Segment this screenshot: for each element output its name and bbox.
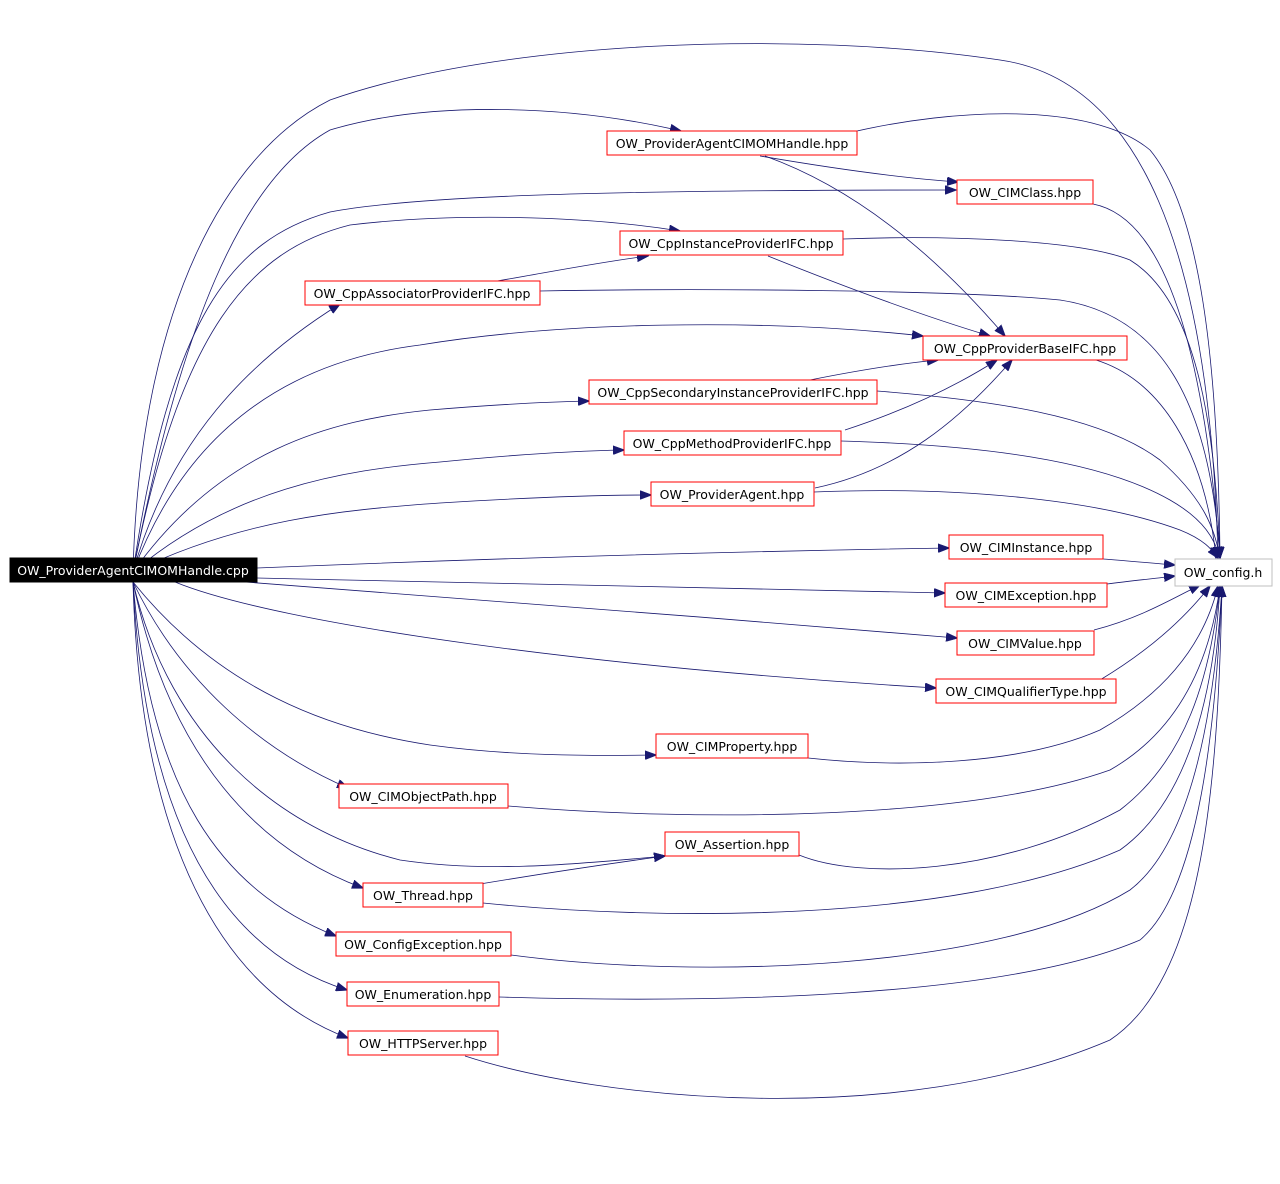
edge-root-enumer <box>132 581 347 990</box>
edge-root-config <box>132 43 1218 573</box>
node-label: OW_ProviderAgentCIMOMHandle.hpp <box>616 136 849 151</box>
dependency-edges <box>132 43 1222 1099</box>
edge-assocprov-instprov <box>496 256 648 282</box>
header-node-cim-object-path[interactable]: OW_CIMObjectPath.hpp <box>338 783 509 809</box>
header-node-cim-qualifier-type[interactable]: OW_CIMQualifierType.hpp <box>935 678 1117 704</box>
edge-provagent-config <box>813 490 1218 558</box>
node-label: OW_CppInstanceProviderIFC.hpp <box>628 236 833 251</box>
edge-provbase-config <box>1095 359 1216 558</box>
edge-thread-assertion <box>479 856 665 885</box>
node-label: OW_Enumeration.hpp <box>355 987 492 1002</box>
edge-httpserver-config <box>464 586 1222 1099</box>
edge-root-instprov <box>132 216 680 573</box>
edge-secinst-provbase <box>809 360 938 381</box>
node-label: OW_ProviderAgent.hpp <box>660 487 805 502</box>
node-label: OW_ProviderAgentCIMOMHandle.cpp <box>17 563 249 578</box>
edge-root-secinst <box>132 401 589 573</box>
node-label: OW_ConfigException.hpp <box>344 937 502 952</box>
edge-ciminst-config <box>1102 558 1175 565</box>
dependency-nodes: OW_ProviderAgentCIMOMHandle.cpp OW_Provi… <box>9 130 1273 1056</box>
edge-cimexc-config <box>1106 576 1175 585</box>
edge-assertion-config <box>798 586 1220 870</box>
header-node-cim-value[interactable]: OW_CIMValue.hpp <box>956 630 1095 656</box>
node-label: OW_CppMethodProviderIFC.hpp <box>633 436 832 451</box>
edge-root-httpserver <box>132 581 348 1038</box>
header-node-assertion[interactable]: OW_Assertion.hpp <box>664 831 800 857</box>
edge-cimprop-config <box>807 586 1218 764</box>
edge-root-cimclass <box>132 190 956 573</box>
edge-root-ciminst <box>256 548 949 569</box>
edge-root-methprov <box>132 450 624 573</box>
edge-cimqual-config <box>1099 586 1210 681</box>
edge-root-cimqual <box>174 581 936 688</box>
edge-root-cfgexc <box>132 581 336 936</box>
node-label: OW_CIMInstance.hpp <box>960 540 1093 555</box>
node-label: OW_CppSecondaryInstanceProviderIFC.hpp <box>597 385 868 400</box>
edge-root-provbase <box>132 324 923 573</box>
header-node-cpp-associator-provider-ifc[interactable]: OW_CppAssociatorProviderIFC.hpp <box>304 280 541 306</box>
node-label: OW_HTTPServer.hpp <box>359 1036 487 1051</box>
header-node-cim-property[interactable]: OW_CIMProperty.hpp <box>655 733 809 759</box>
edge-handle-hpp-config <box>856 113 1220 558</box>
edge-root-handle-hpp <box>132 109 681 573</box>
header-node-cpp-instance-provider-ifc[interactable]: OW_CppInstanceProviderIFC.hpp <box>619 230 844 256</box>
edge-enumer-config <box>498 586 1222 1000</box>
edge-cfgexc-config <box>510 586 1222 968</box>
node-label: OW_CIMValue.hpp <box>968 636 1082 651</box>
node-label: OW_CIMClass.hpp <box>969 185 1081 200</box>
header-node-provider-agent[interactable]: OW_ProviderAgent.hpp <box>650 481 815 507</box>
edge-root-cimexc <box>256 577 945 593</box>
header-node-cim-exception[interactable]: OW_CIMException.hpp <box>944 582 1108 608</box>
header-node-cim-class[interactable]: OW_CIMClass.hpp <box>956 179 1094 205</box>
edge-handle-hpp-cimclass <box>759 155 958 182</box>
node-label: OW_CIMException.hpp <box>956 588 1097 603</box>
edge-root-assocprov <box>132 304 340 573</box>
node-label: OW_CIMObjectPath.hpp <box>349 789 497 804</box>
edge-secinst-config <box>876 390 1220 558</box>
header-node-cpp-secondary-instance-provider-ifc[interactable]: OW_CppSecondaryInstanceProviderIFC.hpp <box>588 379 878 405</box>
node-label: OW_config.h <box>1184 565 1263 580</box>
node-label: OW_CppProviderBaseIFC.hpp <box>934 341 1116 356</box>
header-node-cim-instance[interactable]: OW_CIMInstance.hpp <box>948 534 1104 560</box>
edge-root-thread <box>132 581 363 888</box>
node-label: OW_Thread.hpp <box>373 888 473 903</box>
header-node-http-server[interactable]: OW_HTTPServer.hpp <box>347 1030 499 1056</box>
edge-cimobj-config <box>507 586 1220 816</box>
edge-cimvalue-config <box>1093 585 1200 631</box>
header-node-provider-agent-cimom-handle[interactable]: OW_ProviderAgentCIMOMHandle.hpp <box>606 130 858 156</box>
header-node-config-exception[interactable]: OW_ConfigException.hpp <box>335 931 512 957</box>
edge-instprov-provbase <box>767 255 990 336</box>
edge-handle-hpp-provbase <box>764 155 1005 336</box>
edge-assocprov-config <box>539 289 1220 558</box>
edge-root-provagent <box>132 495 651 573</box>
edge-root-cimobj <box>132 581 348 788</box>
node-label: OW_CIMQualifierType.hpp <box>945 684 1106 699</box>
edge-root-cimprop <box>132 581 656 755</box>
node-label: OW_Assertion.hpp <box>675 837 790 852</box>
edge-cimclass-config <box>1092 203 1220 558</box>
header-node-cpp-provider-base-ifc[interactable]: OW_CppProviderBaseIFC.hpp <box>922 335 1128 361</box>
header-node-thread[interactable]: OW_Thread.hpp <box>362 882 484 908</box>
edge-methprov-config <box>840 440 1220 558</box>
edge-root-cimvalue <box>244 581 957 638</box>
edge-root-assertion <box>132 581 665 868</box>
edge-provagent-provbase <box>814 360 1012 489</box>
header-node-config[interactable]: OW_config.h <box>1174 558 1273 587</box>
edge-methprov-provbase <box>844 360 997 431</box>
node-label: OW_CppAssociatorProviderIFC.hpp <box>314 286 531 301</box>
node-label: OW_CIMProperty.hpp <box>667 739 798 754</box>
edge-instprov-config <box>842 237 1220 558</box>
root-source-file-node[interactable]: OW_ProviderAgentCIMOMHandle.cpp <box>9 557 258 583</box>
header-node-enumeration[interactable]: OW_Enumeration.hpp <box>346 981 500 1007</box>
header-node-cpp-method-provider-ifc[interactable]: OW_CppMethodProviderIFC.hpp <box>623 430 842 456</box>
edge-thread-config <box>482 586 1220 914</box>
